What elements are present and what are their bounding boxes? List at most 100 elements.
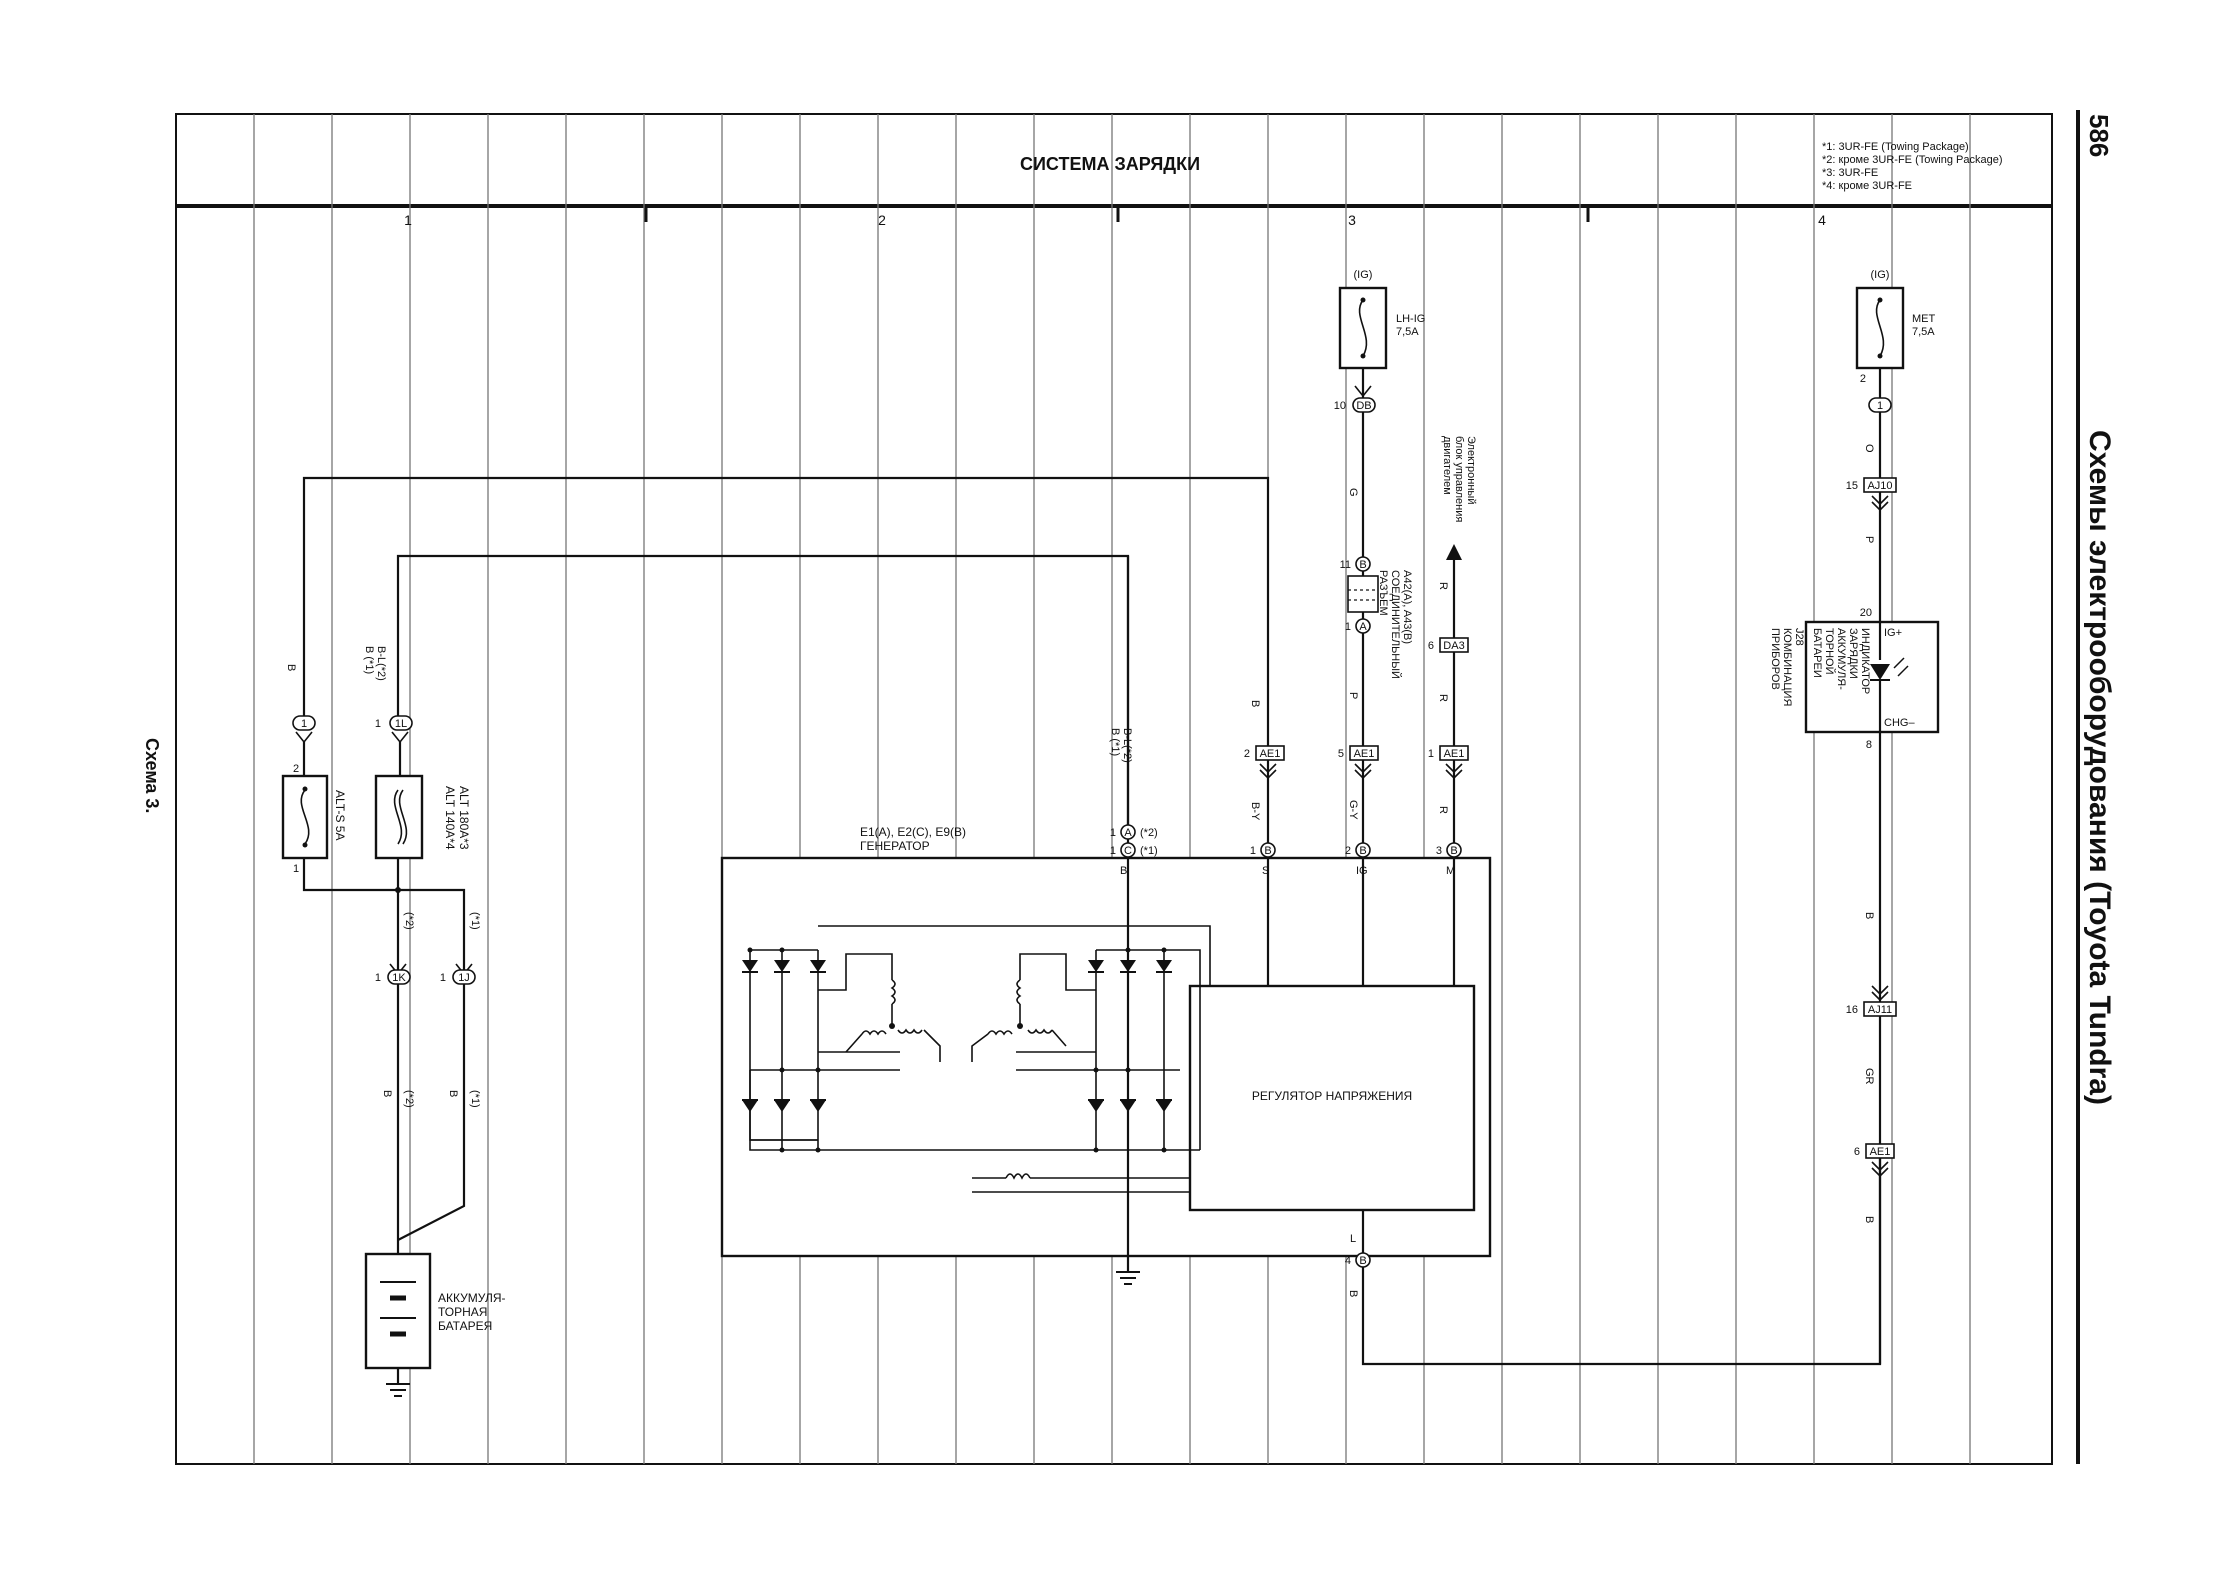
svg-text:1: 1 — [375, 972, 381, 984]
fuse-alt-line1: ALT 140A*4 — [443, 786, 457, 850]
svg-text:AE1: AE1 — [1260, 748, 1281, 760]
svg-text:1: 1 — [1110, 827, 1116, 839]
wire-label: R — [1437, 694, 1449, 702]
connector-gen-m: B 3 — [1436, 842, 1462, 858]
svg-text:DA3: DA3 — [1443, 640, 1464, 652]
connector-da3: DA3 6 — [1428, 637, 1469, 653]
svg-text:C: C — [1124, 845, 1132, 857]
wire-label: B — [285, 664, 297, 671]
indicator-label-1: ИНДИКАТОР — [1859, 628, 1871, 694]
ground-generator — [1116, 1271, 1140, 1285]
wire-label: B-Y — [1249, 802, 1261, 821]
wire-label: R — [1437, 806, 1449, 814]
svg-text:AE1: AE1 — [1444, 748, 1465, 760]
term-s: S — [1262, 865, 1269, 877]
svg-text:AJ10: AJ10 — [1867, 480, 1892, 492]
rotor-coil — [972, 1173, 1190, 1193]
rectifier-diodes-right — [818, 925, 1211, 1153]
note-4: *4: кроме 3UR-FE — [1822, 180, 1912, 192]
arrow-to-ecu — [1446, 544, 1462, 560]
svg-text:1: 1 — [1250, 845, 1256, 857]
svg-text:(*2): (*2) — [1140, 827, 1158, 839]
term-ig: IG — [1356, 865, 1368, 877]
wire-label: B — [1863, 912, 1875, 919]
connector-ae1-6: AE1 6 — [1854, 1143, 1895, 1178]
stator-winding-right — [971, 953, 1096, 1062]
combo-pin-out: 8 — [1866, 739, 1872, 751]
wire-1j-battery — [397, 984, 466, 1241]
wire-label: (*2) — [403, 912, 415, 930]
svg-text:AE1: AE1 — [1870, 1146, 1891, 1158]
indicator-label-2: ЗАРЯДКИ — [1847, 628, 1859, 679]
wire-label: R — [1437, 582, 1449, 590]
junction-connector: B 11 A 1 — [1340, 556, 1379, 634]
svg-text:2: 2 — [293, 763, 299, 775]
wire-label: G — [1347, 488, 1359, 497]
svg-text:B: B — [1359, 1255, 1366, 1267]
svg-text:1: 1 — [375, 718, 381, 730]
fuse-alt — [374, 742, 424, 860]
combo-pin-out-name: CHG– — [1884, 717, 1915, 729]
indicator-label-3: АККУМУЛЯ- — [1835, 628, 1847, 690]
svg-text:15: 15 — [1846, 480, 1858, 492]
column-label-2: 2 — [878, 212, 886, 228]
battery-label-1: АККУМУЛЯ- — [438, 1291, 506, 1305]
connector-ae1-2: AE1 2 — [1244, 745, 1285, 780]
ecu-label-1: Электронный — [1465, 436, 1477, 505]
ecu-label-3: двигателем — [1441, 436, 1453, 495]
wire-label: P — [1863, 536, 1875, 543]
svg-text:16: 16 — [1846, 1004, 1858, 1016]
term-l: L — [1350, 1233, 1356, 1245]
connector-db: DB 10 — [1334, 385, 1376, 413]
page-number: 586 — [2084, 114, 2114, 157]
indicator-label-5: БАТАРЕИ — [1811, 628, 1823, 678]
rectifier-diodes-left — [742, 947, 1200, 1153]
connector-met: 2 1 — [1860, 373, 1892, 413]
note-2: *2: кроме 3UR-FE (Towing Package) — [1822, 154, 2003, 166]
wire-label: (*1) — [469, 912, 481, 930]
svg-text:1: 1 — [293, 863, 299, 875]
svg-text:10: 10 — [1334, 400, 1346, 412]
svg-text:1K: 1K — [392, 972, 406, 984]
term-m: M — [1446, 865, 1455, 877]
svg-text:(IG): (IG) — [1354, 269, 1373, 281]
wire-label: G-Y — [1347, 800, 1359, 820]
wire-label: O — [1863, 444, 1875, 453]
svg-text:4: 4 — [1345, 1255, 1351, 1267]
connector-gen-s: B 1 — [1250, 842, 1276, 858]
wire-label: B-L(*2) — [375, 646, 387, 681]
wire-label: GR — [1863, 1068, 1875, 1085]
fuse-alt-s-label: ALT-S 5A — [333, 790, 347, 840]
svg-text:(IG): (IG) — [1871, 269, 1890, 281]
scheme-label: Схема 3. — [142, 738, 162, 813]
svg-text:DB: DB — [1356, 400, 1371, 412]
connector-ae1-1: AE1 1 — [1428, 745, 1469, 780]
wire-label: (*1) — [469, 1090, 481, 1108]
connector-aj11: AJ11 16 — [1846, 985, 1897, 1017]
svg-text:5: 5 — [1338, 748, 1344, 760]
wire-alt-s-branch — [302, 858, 466, 970]
svg-text:6: 6 — [1854, 1146, 1860, 1158]
note-3: *3: 3UR-FE — [1822, 167, 1878, 179]
battery-symbol — [364, 1252, 432, 1397]
svg-text:1L: 1L — [395, 718, 407, 730]
wire-alt-s-to-s — [302, 476, 1270, 758]
svg-text:A: A — [1359, 621, 1367, 633]
svg-text:1: 1 — [1345, 621, 1351, 633]
combination-meter — [1804, 620, 1940, 734]
connector-gen-a: A 1 (*2) — [1110, 824, 1158, 840]
fuse-alt-s: 2 1 — [281, 742, 329, 875]
connector-ae1-5: AE1 5 — [1338, 745, 1379, 780]
combo-pin-in-name: IG+ — [1884, 627, 1902, 639]
connector-1j: 1J 1 — [440, 963, 476, 985]
connector-aj10: AJ10 15 — [1846, 477, 1897, 512]
svg-text:1: 1 — [1428, 748, 1434, 760]
wire-label: B-L(*2) — [1121, 728, 1133, 763]
fuse-alt-line2: ALT 180A*3 — [457, 786, 471, 850]
svg-text:7,5A: 7,5A — [1396, 326, 1419, 338]
wire-label: B — [447, 1090, 459, 1097]
junction-label-3: РАЗЪЕМ — [1377, 570, 1389, 616]
wire-label: B (*1) — [363, 646, 375, 674]
column-separators — [644, 208, 1590, 222]
svg-text:LH-IG: LH-IG — [1396, 313, 1425, 325]
